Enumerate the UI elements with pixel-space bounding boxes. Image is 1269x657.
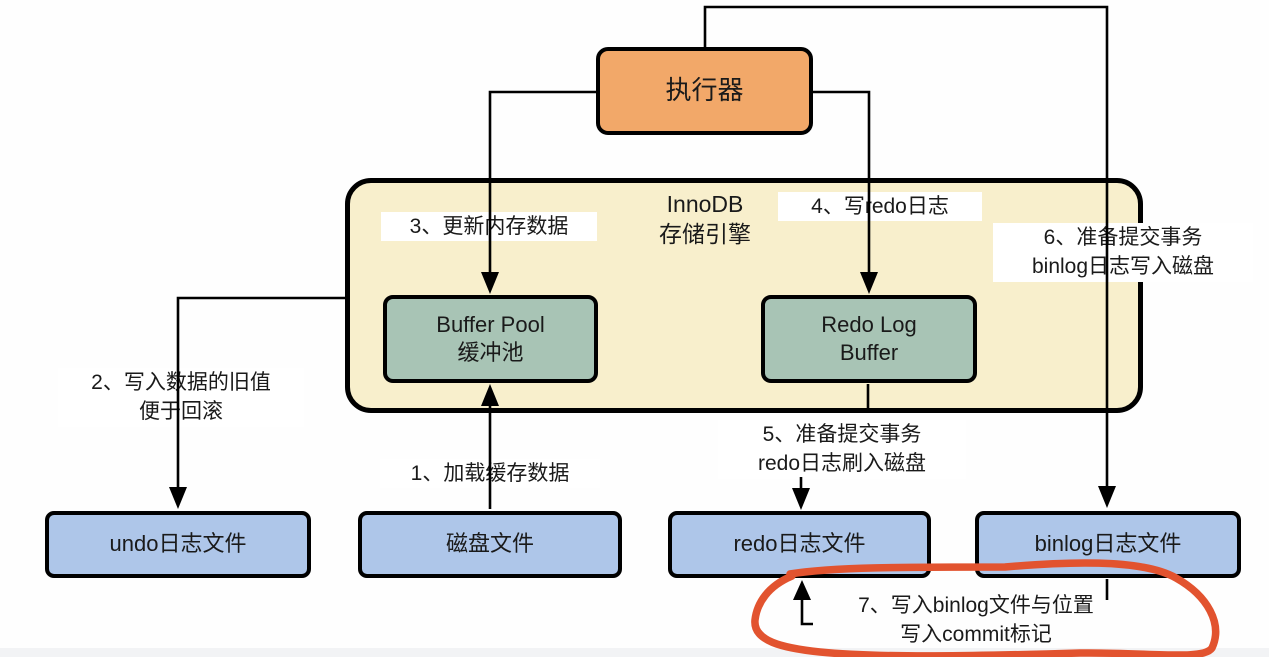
executor-label: 执行器 — [665, 75, 744, 106]
step2-text-line2: 便于回滚 — [139, 400, 223, 424]
step7-text-line1: 7、写入binlog文件与位置 — [858, 594, 1094, 617]
step1-label: 1、加载缓存数据 — [380, 459, 600, 489]
undo-log-file-label: undo日志文件 — [109, 531, 247, 557]
step3-text: 3、更新内存数据 — [409, 215, 569, 238]
step5-text-line1: 5、准备提交事务 — [762, 423, 922, 446]
step6-text-line2: binlog日志写入磁盘 — [1031, 255, 1215, 279]
step6-text-line1: 6、准备提交事务 — [1043, 226, 1203, 249]
buffer-pool-label-line1: Buffer Pool — [436, 311, 545, 337]
step4-label: 4、写redo日志 — [778, 192, 982, 222]
redo-log-buffer-node: Redo Log Buffer — [761, 295, 977, 383]
undo-log-file-node: undo日志文件 — [45, 511, 311, 578]
step5-label: 5、准备提交事务 redo日志刷入磁盘 — [718, 420, 966, 479]
step6-label: 6、准备提交事务 binlog日志写入磁盘 — [993, 223, 1253, 282]
redo-log-buffer-label-line2: Buffer — [839, 340, 899, 365]
bottom-edge-strip — [0, 648, 1269, 657]
innodb-engine-label-line2: 存储引擎 — [659, 220, 751, 247]
redo-log-buffer-label-line1: Redo Log — [821, 311, 917, 337]
buffer-pool-label-line2: 缓冲池 — [457, 340, 524, 365]
step7-text-line2: 写入commit标记 — [900, 623, 1052, 647]
disk-file-node: 磁盘文件 — [358, 511, 622, 578]
redo-log-file-node: redo日志文件 — [668, 511, 931, 578]
step2-text-line1: 2、写入数据的旧值 — [91, 371, 271, 394]
redo-log-file-label: redo日志文件 — [733, 531, 866, 557]
innodb-engine-label: InnoDB 存储引擎 — [625, 190, 785, 250]
step7-label: 7、写入binlog文件与位置 写入commit标记 — [800, 591, 1152, 650]
binlog-log-file-label: binlog日志文件 — [1034, 531, 1182, 557]
step1-text: 1、加载缓存数据 — [410, 462, 570, 485]
step5-text-line2: redo日志刷入磁盘 — [757, 452, 927, 476]
executor-node: 执行器 — [596, 47, 813, 135]
step4-text: 4、写redo日志 — [811, 195, 949, 218]
buffer-pool-node: Buffer Pool 缓冲池 — [383, 295, 598, 383]
innodb-engine-label-line1: InnoDB — [666, 191, 744, 217]
step2-label: 2、写入数据的旧值 便于回滚 — [58, 368, 304, 427]
step3-label: 3、更新内存数据 — [381, 212, 597, 242]
binlog-log-file-node: binlog日志文件 — [975, 511, 1241, 578]
disk-file-label: 磁盘文件 — [445, 531, 534, 557]
